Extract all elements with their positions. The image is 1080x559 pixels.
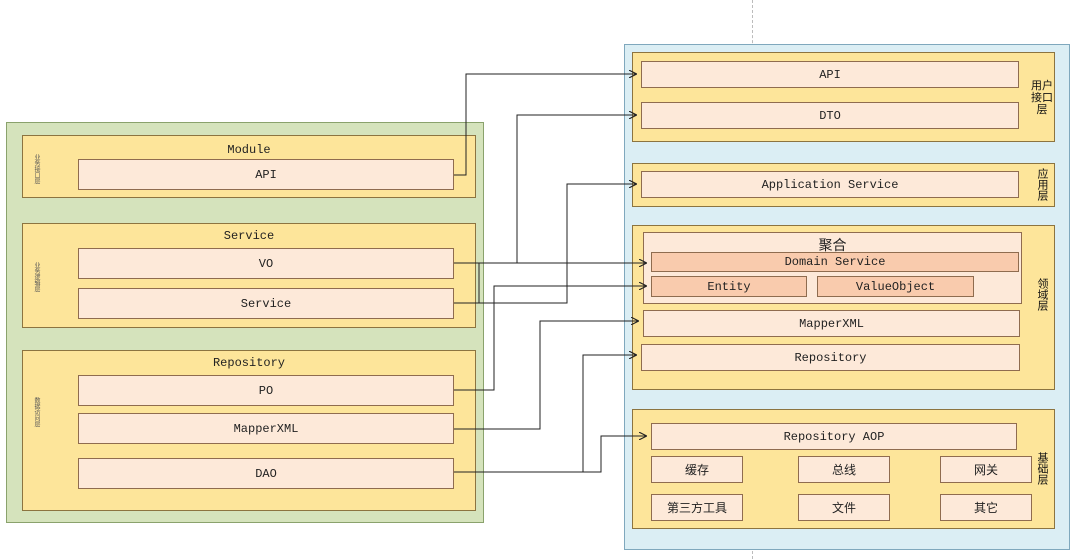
service-title: Service [223, 229, 275, 243]
domain-layer-label: 领域层 [1036, 278, 1049, 311]
domain-mapperxml: MapperXML [643, 310, 1020, 337]
service-service: Service [78, 288, 454, 319]
repository-dao: DAO [78, 458, 454, 489]
infra-repository-aop: Repository AOP [651, 423, 1017, 450]
app-service: Application Service [641, 171, 1019, 198]
ui-api: API [641, 61, 1019, 88]
ui-dto: DTO [641, 102, 1019, 129]
repository-side-label: 数据访问层 [33, 397, 40, 427]
infra-third-party: 第三方工具 [651, 494, 743, 521]
module-title: Module [227, 143, 271, 157]
service-side-label: 业务逻辑层 [33, 262, 40, 292]
repository-po: PO [78, 375, 454, 406]
domain-entity: Entity [651, 276, 807, 297]
domain-valueobject: ValueObject [817, 276, 974, 297]
application-layer-label: 应用层 [1036, 168, 1049, 201]
infra-gateway: 网关 [940, 456, 1032, 483]
module-side-label: 业务接口层 [33, 154, 40, 184]
infra-other: 其它 [940, 494, 1032, 521]
infra-bus: 总线 [798, 456, 890, 483]
user-interface-layer-label: 用户接口层 [1031, 79, 1053, 116]
aggregate-title: 聚合 [818, 238, 847, 254]
service-vo: VO [78, 248, 454, 279]
domain-repository: Repository [641, 344, 1020, 371]
infrastructure-layer-label: 基础层 [1036, 452, 1049, 485]
module-api: API [78, 159, 454, 190]
repository-mapperxml: MapperXML [78, 413, 454, 444]
infra-cache: 缓存 [651, 456, 743, 483]
domain-service: Domain Service [651, 252, 1019, 272]
infra-file: 文件 [798, 494, 890, 521]
repository-title: Repository [212, 356, 285, 370]
